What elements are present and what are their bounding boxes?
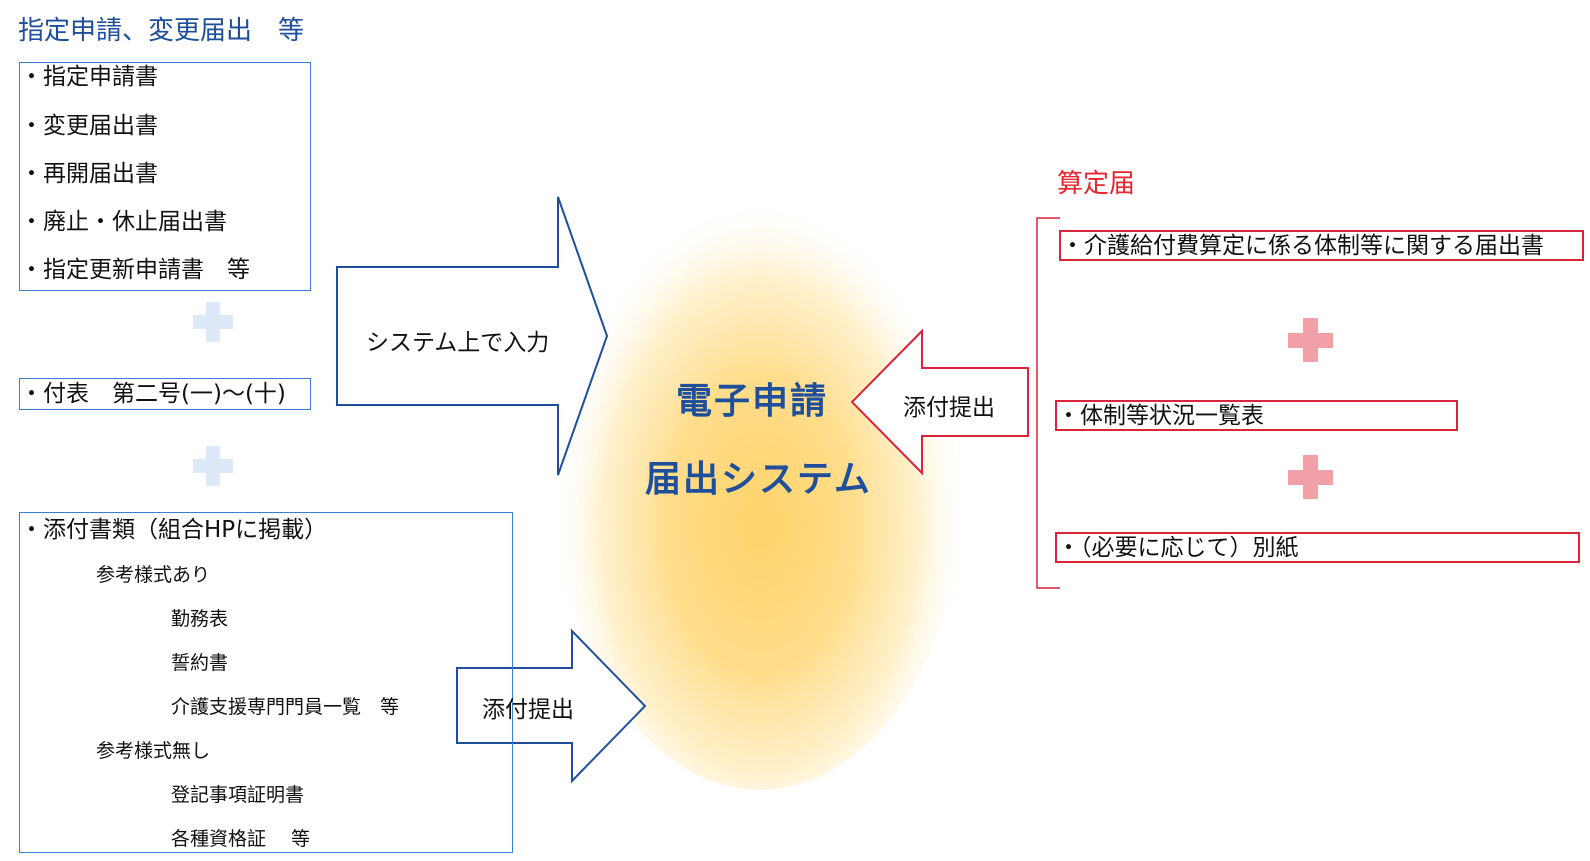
attach-arrow-left — [456, 628, 647, 784]
with-template-item: 勤務表 — [171, 608, 229, 630]
calc-form-item: ・介護給付費算定に係る体制等に関する届出書 — [1061, 233, 1544, 259]
plus-icon-left-2 — [193, 446, 233, 486]
left-heading: 指定申請、変更届出 等 — [18, 16, 305, 46]
center-title-line1: 電子申請 — [676, 381, 829, 422]
central-glow — [550, 130, 970, 790]
status-list-item: ・体制等状況一覧表 — [1057, 403, 1264, 429]
attach-arrow-left-label: 添付提出 — [482, 697, 574, 723]
attach-arrow-right — [850, 328, 1029, 476]
without-template-item: 登記事項証明書 — [171, 784, 305, 806]
plus-icon-left-1 — [193, 302, 233, 342]
annex-box: ・付表 第二号(一)～(十) — [19, 378, 311, 410]
status-list-box: ・体制等状況一覧表 — [1055, 400, 1458, 431]
document-item: ・指定申請書 — [20, 64, 158, 90]
appendix-box: ・（必要に応じて）別紙 — [1055, 532, 1580, 563]
document-item: ・再開届出書 — [20, 161, 158, 187]
right-bracket — [1036, 217, 1060, 589]
input-arrow — [336, 196, 609, 476]
without-template-label: 参考様式無し — [96, 740, 211, 762]
attachments-title: ・添付書類（組合HPに掲載） — [20, 517, 328, 543]
documents-box: ・指定申請書 ・変更届出書 ・再開届出書 ・廃止・休止届出書 ・指定更新申請書 … — [19, 62, 311, 291]
attachments-box: ・添付書類（組合HPに掲載） 参考様式あり 勤務表 誓約書 介護支援専門門員一覧… — [19, 512, 513, 853]
input-arrow-label: システム上で入力 — [366, 330, 550, 356]
plus-icon-right-1 — [1288, 318, 1333, 362]
with-template-label: 参考様式あり — [96, 564, 211, 586]
annex-item: ・付表 第二号(一)～(十) — [20, 381, 286, 407]
with-template-item: 誓約書 — [171, 652, 229, 674]
with-template-item: 介護支援専門門員一覧 等 — [171, 696, 400, 718]
plus-icon-right-2 — [1288, 455, 1333, 499]
document-item: ・変更届出書 — [20, 113, 158, 139]
appendix-item: ・（必要に応じて）別紙 — [1057, 535, 1299, 561]
document-item: ・指定更新申請書 等 — [20, 257, 250, 283]
center-title-line2: 届出システム — [645, 459, 872, 500]
attach-arrow-right-label: 添付提出 — [903, 395, 995, 421]
without-template-item: 各種資格証 等 — [171, 828, 311, 850]
calc-form-box: ・介護給付費算定に係る体制等に関する届出書 — [1059, 230, 1584, 261]
document-item: ・廃止・休止届出書 — [20, 209, 227, 235]
right-heading: 算定届 — [1057, 169, 1136, 199]
